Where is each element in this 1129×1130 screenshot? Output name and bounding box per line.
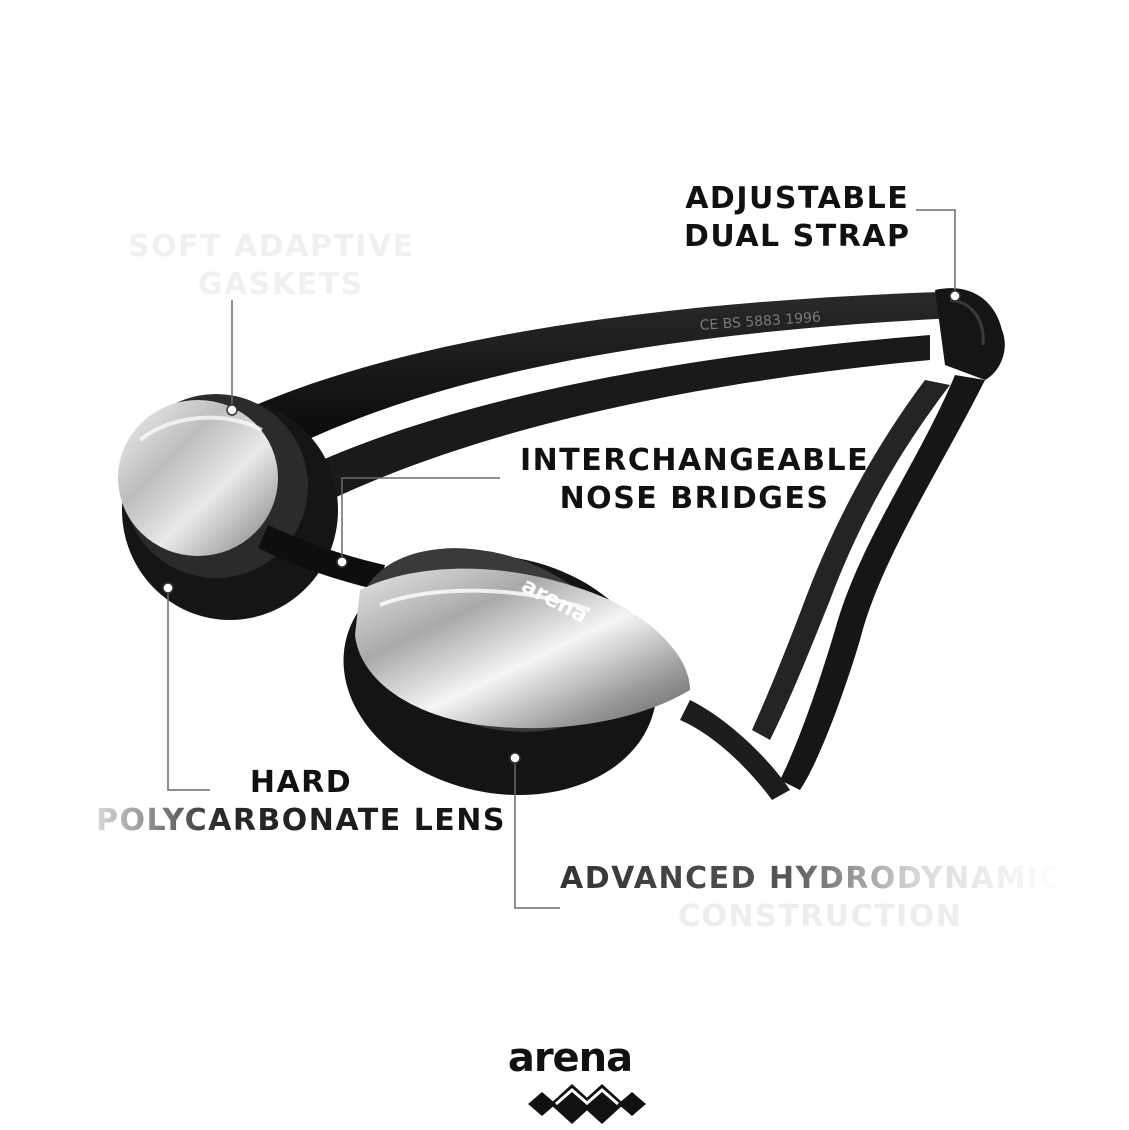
callout-hard-polycarbonate-lens: HARD POLYCARBONATE LENS: [96, 764, 506, 840]
callout-lens-line1: HARD: [249, 765, 353, 800]
right-eyecup: arena: [343, 548, 690, 796]
brand-logo-wordmark: arena: [507, 1035, 633, 1081]
callout-gasket-line2: GASKETS: [198, 267, 364, 302]
callout-adjustable-dual-strap: ADJUSTABLE DUAL STRAP: [684, 180, 911, 256]
callout-bridge-line2: NOSE BRIDGES: [559, 481, 830, 516]
callout-hydro-line1: ADVANCED HYDRODYNAMIC: [560, 861, 1064, 896]
callout-lines: [167, 209, 956, 909]
strap: [240, 288, 1005, 800]
callout-strap-line2: DUAL STRAP: [684, 219, 911, 254]
callout-strap-line1: ADJUSTABLE: [685, 181, 910, 216]
callout-interchangeable-nose-bridges: INTERCHANGEABLE NOSE BRIDGES: [520, 442, 869, 518]
callout-bridge-line1: INTERCHANGEABLE: [520, 443, 870, 478]
callout-hydro-line2: CONSTRUCTION: [678, 899, 963, 934]
nose-bridge: [258, 525, 385, 590]
arena-diamond-logo-icon: [528, 1084, 646, 1124]
callout-soft-adaptive-gaskets: SOFT ADAPTIVE GASKETS: [128, 228, 415, 304]
callout-advanced-hydrodynamic-construction: ADVANCED HYDRODYNAMIC CONSTRUCTION: [560, 860, 1063, 936]
left-eyecup: [118, 394, 338, 620]
callout-markers: [162, 290, 961, 764]
callout-lens-line2: POLYCARBONATE LENS: [96, 803, 507, 838]
callout-gasket-line1: SOFT ADAPTIVE: [128, 229, 415, 264]
